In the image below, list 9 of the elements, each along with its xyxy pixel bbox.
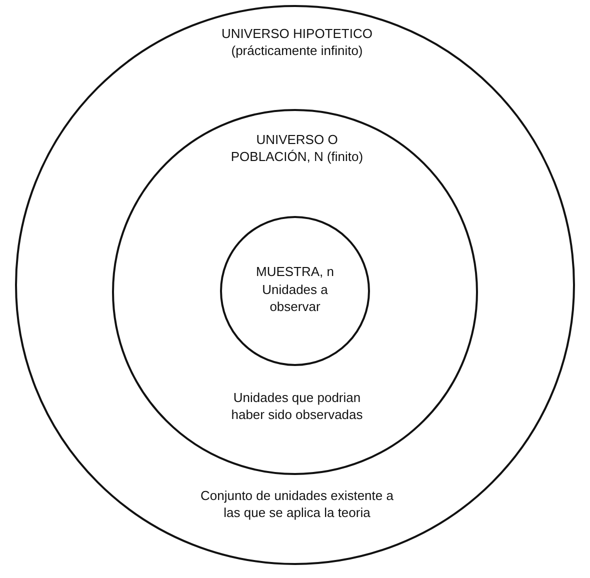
middle-circle <box>112 109 478 475</box>
circle-heading: MUESTRA, n <box>254 263 335 280</box>
circle-heading: UNIVERSO O POBLACIÓN, N (finito) <box>230 131 364 165</box>
outer-circle <box>15 5 575 565</box>
circle-description: Unidades a observar <box>261 281 329 315</box>
circle-heading: UNIVERSO HIPOTETICO (prácticamente infinito) <box>220 25 374 59</box>
circle-description: Conjunto de unidades existente a las que se aplica la teoria <box>200 487 394 521</box>
circle-description: Unidades que podrian haber sido observadas <box>230 389 364 423</box>
inner-circle <box>220 216 370 366</box>
